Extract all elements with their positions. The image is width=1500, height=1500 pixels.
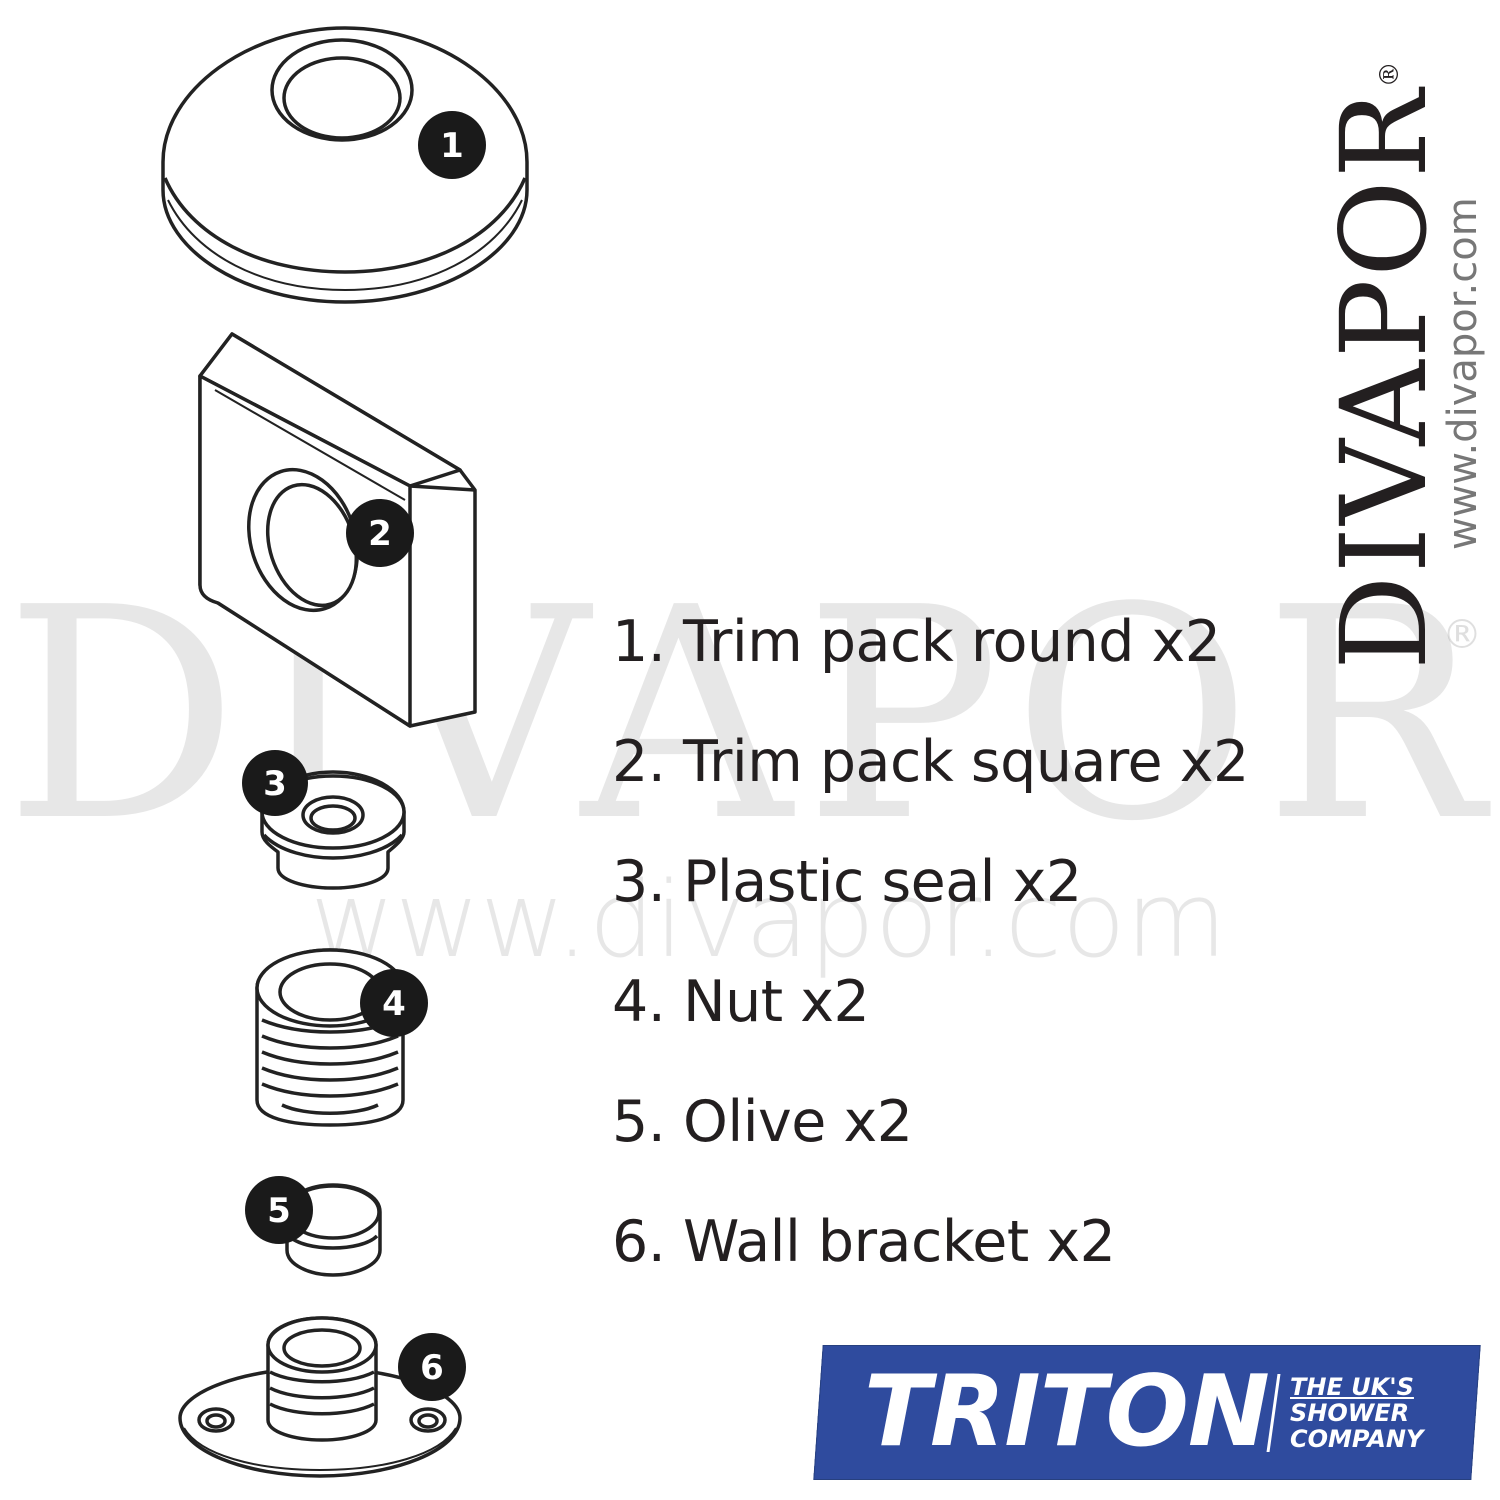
parts-list: 1. Trim pack round x2 2. Trim pack squar…	[612, 612, 1249, 1332]
svg-text:5: 5	[267, 1191, 291, 1231]
divapor-vertical-url: www.divapor.com	[1440, 197, 1486, 550]
svg-text:3: 3	[263, 764, 287, 804]
callout-badge-3: 3	[242, 750, 308, 816]
triton-logo-tagline: THE UK'S SHOWER COMPANY	[1290, 1373, 1424, 1453]
callout-badge-2: 2	[346, 499, 414, 567]
watermark-url: www.divapor.com	[310, 859, 1227, 981]
callout-badge-5: 5	[245, 1176, 313, 1244]
parts-list-item: 3. Plastic seal x2	[612, 849, 1082, 915]
callout-badge-1: 1	[418, 111, 486, 179]
divapor-vertical-logo: DIVAPOR® www.divapor.com	[1315, 10, 1490, 670]
parts-list-item: 2. Trim pack square x2	[612, 729, 1249, 795]
parts-list-item: 1. Trim pack round x2	[612, 609, 1221, 675]
registered-mark: ®	[1375, 59, 1405, 88]
svg-text:2: 2	[368, 514, 392, 554]
svg-text:1: 1	[440, 126, 464, 166]
watermark-registered-mark: ®	[1442, 612, 1482, 658]
divapor-vertical-brand: DIVAPOR®	[1315, 59, 1453, 670]
parts-list-item: 6. Wall bracket x2	[612, 1209, 1116, 1275]
parts-list-item: 5. Olive x2	[612, 1089, 913, 1155]
callout-badge-4: 4	[360, 969, 428, 1037]
trim-pack-round-drawing	[161, 26, 529, 304]
triton-logo-name: TRITON	[864, 1355, 1270, 1469]
wall-bracket-drawing	[178, 1316, 462, 1478]
callout-badge-6: 6	[398, 1333, 466, 1401]
trim-pack-square-drawing	[198, 332, 477, 728]
svg-text:4: 4	[382, 984, 406, 1024]
parts-list-item: 4. Nut x2	[612, 969, 870, 1035]
svg-text:6: 6	[420, 1348, 444, 1388]
